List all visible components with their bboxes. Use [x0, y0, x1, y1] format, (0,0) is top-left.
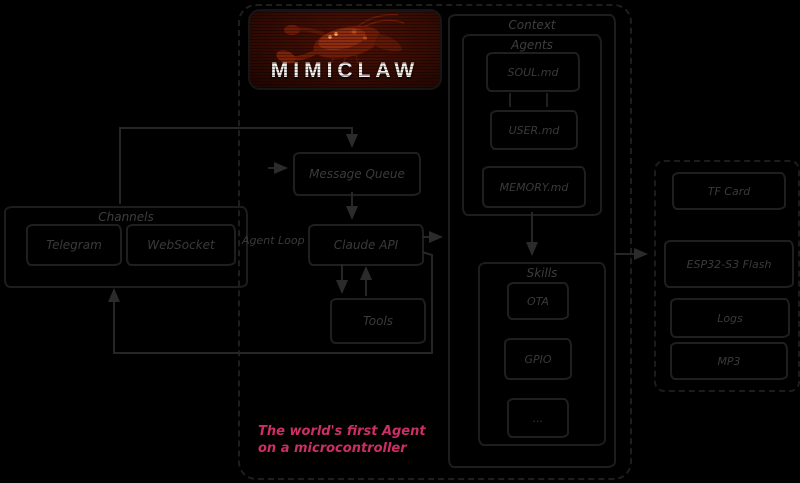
lobster-icon: [276, 14, 405, 66]
channel-item-telegram: Telegram: [26, 224, 122, 266]
logo-title: MIMICLAW: [270, 59, 420, 82]
claude-api-box: Claude API: [308, 224, 424, 266]
mimiclaw-logo: MIMICLAW: [248, 9, 442, 90]
claude-api-label: Claude API: [333, 238, 399, 252]
websocket-label: WebSocket: [147, 238, 215, 252]
telegram-label: Telegram: [46, 238, 102, 252]
agent-file-soul: SOUL.md: [486, 52, 580, 92]
agents-title: Agents: [511, 38, 553, 52]
message-queue-label: Message Queue: [309, 167, 405, 181]
tagline-line1: The world's first Agent: [258, 424, 426, 439]
soul-file-label: SOUL.md: [507, 65, 559, 79]
skills-title: Skills: [526, 266, 558, 280]
storage-item-logs: Logs: [670, 298, 790, 338]
skill-item-ota: OTA: [507, 282, 569, 320]
firmware-container: [238, 4, 632, 480]
agent-file-memory: MEMORY.md: [482, 166, 586, 208]
message-queue-box: Message Queue: [293, 152, 421, 196]
tools-label: Tools: [362, 314, 394, 328]
agent-file-user: USER.md: [490, 110, 578, 150]
context-title: Context: [508, 18, 556, 32]
skills-group: Skills: [478, 262, 606, 446]
memory-file-label: MEMORY.md: [499, 180, 569, 194]
tf-card-label: TF Card: [707, 184, 751, 198]
channel-item-websocket: WebSocket: [126, 224, 236, 266]
ota-label: OTA: [527, 294, 549, 308]
storage-item-tf-card: TF Card: [672, 172, 786, 210]
tagline-annotation: The world's first Agent on a microcontro…: [258, 423, 458, 457]
gpio-label: GPIO: [524, 352, 552, 366]
agent-loop-label: Agent Loop: [242, 234, 305, 247]
tagline-line2: on a microcontroller: [258, 441, 407, 456]
tools-box: Tools: [330, 298, 426, 344]
mp3-label: MP3: [717, 354, 741, 368]
skill-item-more: ...: [507, 398, 569, 438]
flash-label: ESP32-S3 Flash: [686, 257, 772, 271]
storage-item-flash: ESP32-S3 Flash: [664, 240, 794, 288]
context-group: Context: [448, 14, 616, 468]
channels-title: Channels: [98, 210, 154, 224]
logs-label: Logs: [717, 311, 743, 325]
user-file-label: USER.md: [508, 123, 560, 137]
storage-group: [654, 160, 800, 392]
skill-item-gpio: GPIO: [504, 338, 572, 380]
more-skills-label: ...: [532, 411, 544, 425]
storage-item-mp3: MP3: [670, 342, 788, 380]
